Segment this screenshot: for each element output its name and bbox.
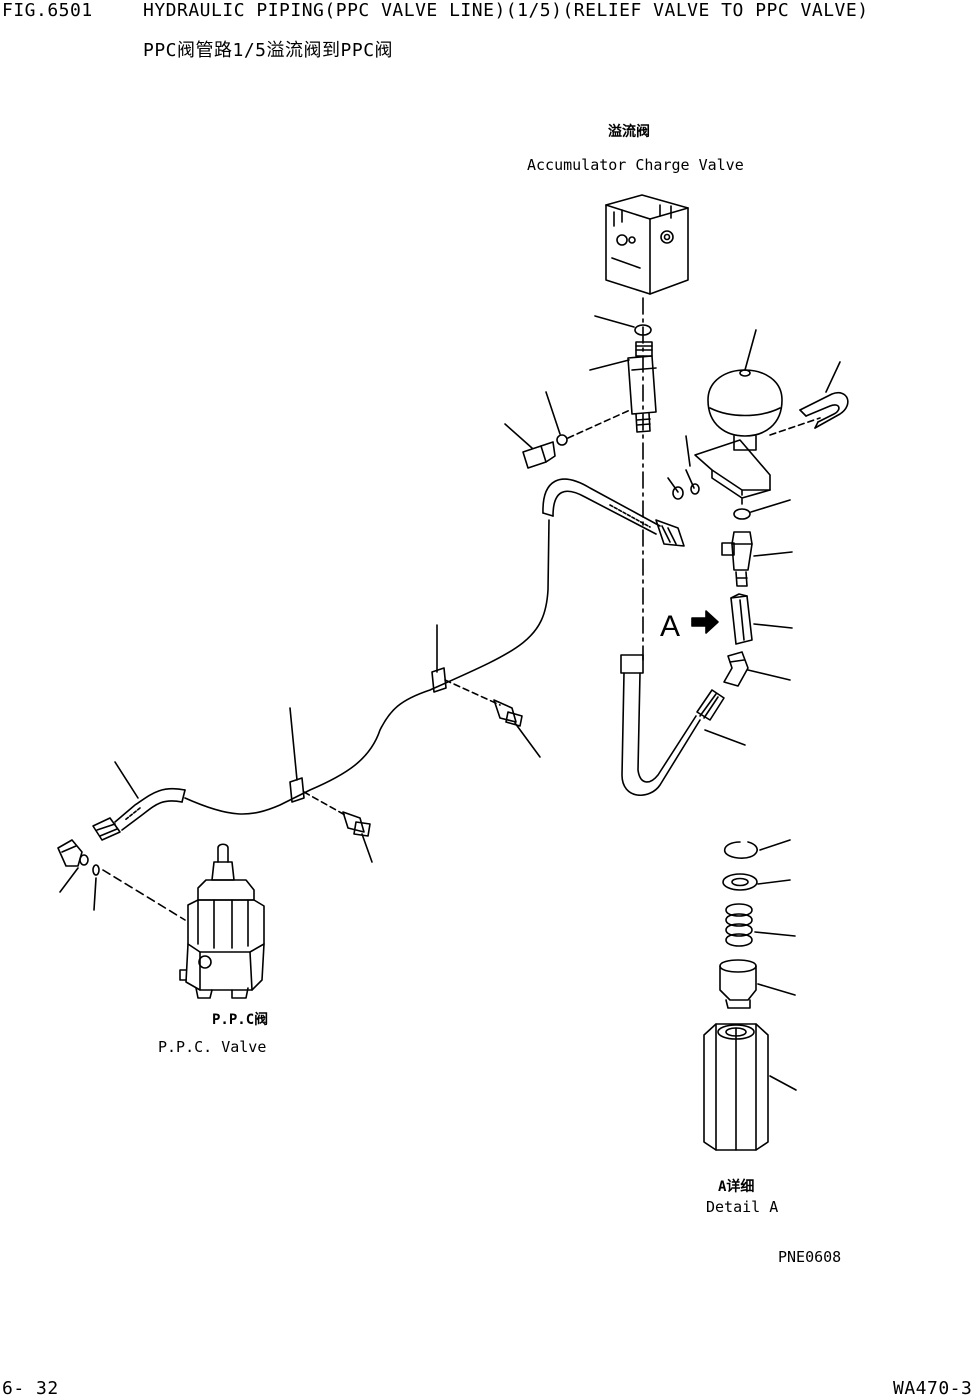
detail-spring [726,904,795,946]
mounting-bolt-part [505,392,630,468]
figure-number: FIG.6501 [2,0,93,21]
accumulator-bracket [686,418,820,505]
detail-arrow-icon [692,611,718,633]
relief-valve-label-cn: 溢流阀 [608,124,650,140]
detail-a-label-en: Detail A [706,1198,779,1216]
machine-model: WA470-3 [893,1378,971,1399]
relief-valve-label-en: Accumulator Charge Valve [527,156,744,174]
valve-connector-fitting [590,342,656,432]
accumulator-part [708,330,782,450]
detail-snap-ring [725,840,790,858]
ppc-tube-line [185,520,549,814]
bracket-bolts [668,470,699,499]
tube-clamp-lower [290,708,372,862]
drawing-code: PNE0608 [778,1248,842,1266]
elbow-fitting-left [58,840,185,920]
ppc-valve-label-cn: P.P.C阀 [212,1012,269,1028]
hose-upper-s [543,479,684,546]
detail-poppet [720,960,795,1008]
relief-valve-cartridge [731,594,792,644]
o-ring-right [734,509,750,519]
detail-a-label-cn: A详细 [718,1179,755,1195]
o-ring-part [635,325,651,335]
detail-valve-body [704,1024,796,1150]
relief-valve-block [606,195,688,294]
figure-subtitle-cn: PPC阀管路1/5溢流阀到PPC阀 [143,40,394,61]
detail-washer [723,874,790,890]
hose-left-end [93,762,185,840]
u-bolt-clamp [800,362,848,428]
page-number: 6- 32 [2,1378,59,1399]
hose-lower-u [621,655,745,795]
ppc-valve-body [180,844,264,998]
tube-clamp-upper [432,625,540,757]
elbow-fitting-right [724,652,790,686]
detail-arrow-letter: A [660,610,680,643]
relief-fitting-right [722,532,792,586]
figure-title: HYDRAULIC PIPING(PPC VALVE LINE)(1/5)(RE… [143,0,869,21]
ppc-valve-label-en: P.P.C. Valve [158,1038,267,1056]
